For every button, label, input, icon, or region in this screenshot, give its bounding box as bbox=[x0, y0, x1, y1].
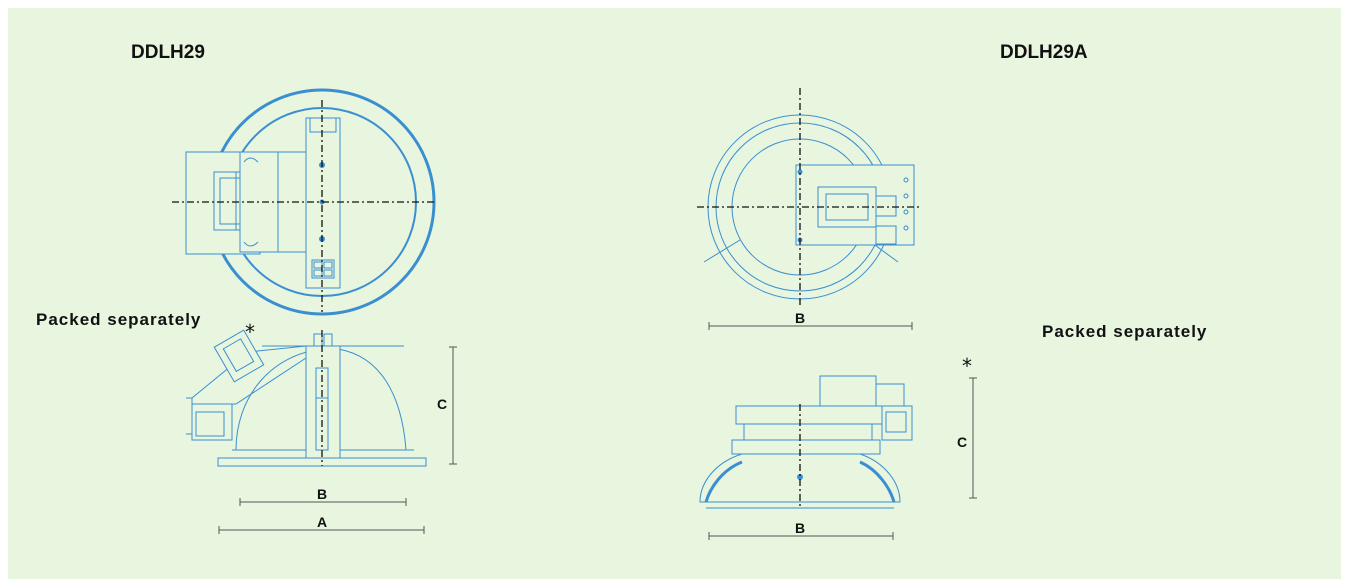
asterisk-1: * bbox=[245, 320, 255, 344]
packed-separately-note-1: Packed separately bbox=[36, 310, 202, 329]
dim-label-b2: B bbox=[795, 310, 806, 326]
dim-label-c2: C bbox=[957, 434, 968, 450]
ddlh29a-top-view bbox=[704, 115, 914, 299]
packed-separately-note-2: Packed separately bbox=[1042, 322, 1208, 341]
dim-label-b3: B bbox=[795, 520, 806, 536]
ddlh29-terminal-block bbox=[312, 260, 334, 278]
dimension-lines bbox=[219, 322, 977, 540]
ddlh29-side-view bbox=[186, 330, 426, 466]
model-title-ddlh29a: DDLH29A bbox=[1000, 42, 1088, 63]
diagram-panel bbox=[8, 8, 1341, 579]
dim-label-b1: B bbox=[317, 486, 328, 502]
ddlh29a-side-view bbox=[700, 376, 912, 508]
dim-label-c1: C bbox=[437, 396, 448, 412]
asterisk-2: * bbox=[962, 354, 972, 378]
model-title-ddlh29: DDLH29 bbox=[131, 42, 205, 63]
dim-label-a1: A bbox=[317, 514, 328, 530]
